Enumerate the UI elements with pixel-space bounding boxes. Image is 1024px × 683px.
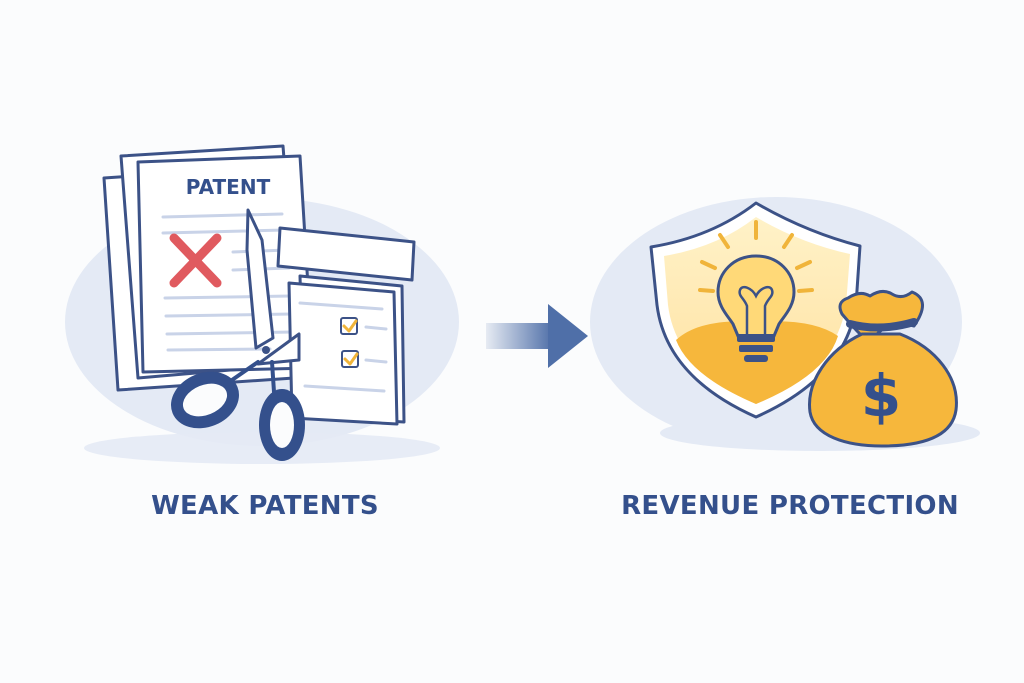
revenue-protection-caption: REVENUE PROTECTION [590, 491, 990, 521]
checklist-icon [278, 228, 414, 424]
arrow-right-icon [486, 304, 588, 368]
dollar-sign-icon: $ [861, 362, 901, 430]
weak-patents-illustration: PATENT [65, 146, 459, 464]
patent-document-title: PATENT [186, 175, 271, 199]
weak-patents-caption: WEAK PATENTS [100, 491, 430, 521]
revenue-protection-illustration: $ [590, 197, 980, 451]
